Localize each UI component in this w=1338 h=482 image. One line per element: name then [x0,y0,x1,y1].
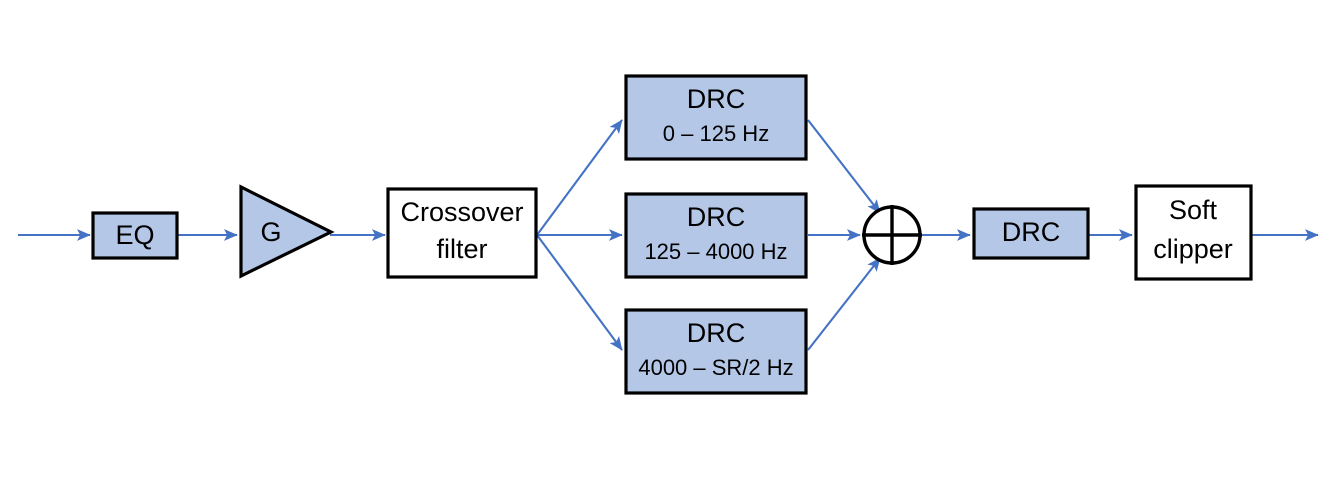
block-crossover-filter[interactable]: Crossover filter [386,187,538,279]
block-drc-mid[interactable]: DRC 125 – 4000 Hz [624,192,808,279]
block-drc-mid-label-line1: DRC [687,202,746,232]
block-drc-high-label-line1: DRC [687,318,746,348]
block-drc-low-label-line2: 0 – 125 Hz [663,121,769,146]
summing-junction[interactable] [862,205,922,265]
connector-drc-low-to-summer [807,119,881,214]
block-gain-label: G [260,217,281,247]
connector-crossover-to-drc-high [536,234,623,351]
block-crossover-filter-label-line2: filter [436,234,487,264]
block-drc-high[interactable]: DRC 4000 – SR/2 Hz [624,308,808,395]
block-drc-master[interactable]: DRC [972,207,1090,260]
block-eq-label: EQ [115,220,154,250]
connectors [18,119,1319,351]
block-soft-clipper-label-line2: clipper [1153,234,1233,264]
block-soft-clipper[interactable]: Soft clipper [1134,184,1253,281]
block-drc-low-label-line1: DRC [687,84,746,114]
block-eq[interactable]: EQ [91,211,179,260]
connector-crossover-to-drc-low [536,119,623,236]
connector-drc-high-to-summer [807,257,881,351]
block-drc-mid-label-line2: 125 – 4000 Hz [644,239,787,264]
block-soft-clipper-label-line1: Soft [1169,195,1218,225]
block-drc-high-label-line2: 4000 – SR/2 Hz [638,355,793,380]
block-gain[interactable]: G [239,184,335,279]
block-drc-master-label: DRC [1002,217,1061,247]
block-crossover-filter-label-line1: Crossover [400,197,523,227]
block-drc-low[interactable]: DRC 0 – 125 Hz [624,74,808,161]
